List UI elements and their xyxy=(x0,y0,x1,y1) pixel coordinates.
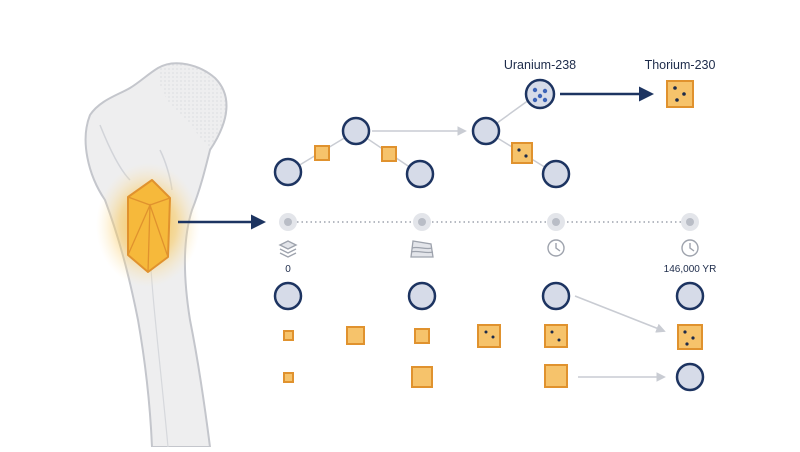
time-end-label: 146,000 YR xyxy=(664,264,717,275)
daughter-box xyxy=(411,366,433,388)
daughter-box xyxy=(283,372,294,383)
atom-circle xyxy=(541,159,571,189)
daughter-box xyxy=(414,328,430,344)
atom-circle xyxy=(471,116,501,146)
daughter-box xyxy=(314,145,330,161)
thorium-label: Thorium-230 xyxy=(645,58,716,72)
daughter-boxes-top xyxy=(314,142,533,164)
daughter-box xyxy=(511,142,533,164)
atom-circle xyxy=(405,159,435,189)
clock-icon xyxy=(547,239,565,257)
crystal-icon xyxy=(127,179,171,273)
thorium-box xyxy=(666,80,694,108)
daughter-box xyxy=(544,364,568,388)
sediment-layers-icon xyxy=(278,240,298,258)
daughter-box xyxy=(346,326,365,345)
atom-circle xyxy=(341,116,371,146)
uranium-label: Uranium-238 xyxy=(504,58,576,72)
daughter-box xyxy=(544,324,568,348)
daughter-box xyxy=(477,324,501,348)
strata-icon xyxy=(410,240,434,258)
atom-circle xyxy=(407,281,437,311)
atom-circle xyxy=(675,362,705,392)
daughter-box xyxy=(677,324,703,350)
daughter-box xyxy=(381,146,397,162)
atom-circle xyxy=(273,157,303,187)
timeline-markers xyxy=(279,213,699,231)
grey-arrow-diagonal xyxy=(574,295,666,333)
atom-circle xyxy=(675,281,705,311)
daughter-box xyxy=(283,330,294,341)
atom-circles-top xyxy=(273,116,571,189)
atom-circle xyxy=(273,281,303,311)
atom-circle xyxy=(541,281,571,311)
daughter-boxes-bottom xyxy=(283,324,703,388)
time-start-label: 0 xyxy=(285,264,291,275)
clock-icon xyxy=(681,239,699,257)
atom-circles-bottom xyxy=(273,281,705,392)
